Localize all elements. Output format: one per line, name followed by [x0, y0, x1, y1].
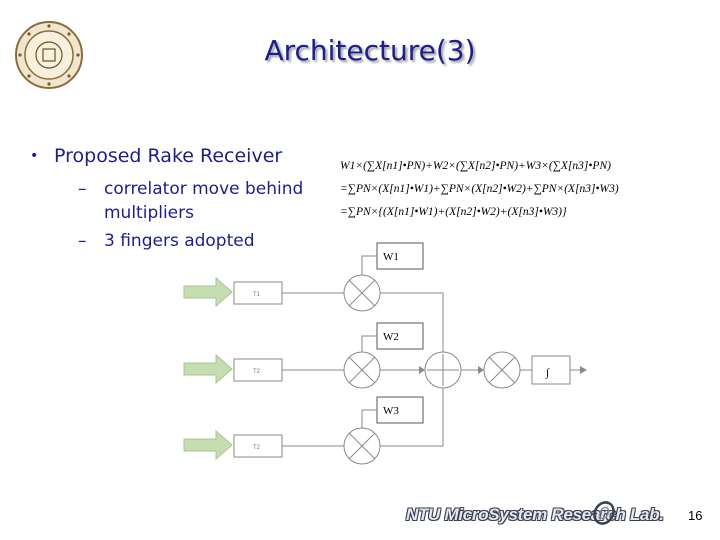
university-seal-logo	[15, 21, 83, 89]
lab-brand-logo: NTU MicroSystem Research Lab.	[406, 505, 664, 524]
tap-label-1: T1	[253, 292, 261, 298]
page-number: 16	[688, 508, 703, 523]
subbullet-fingers: –3 fingers adopted	[78, 229, 255, 253]
tap-label-2: T2	[253, 369, 261, 375]
main-bullet-text: Proposed Rake Receiver	[54, 145, 283, 167]
input-arrow-1	[183, 276, 233, 308]
input-arrow-3	[183, 429, 233, 461]
bullet-dot: •	[30, 148, 39, 164]
tap-label-3: T2	[253, 445, 261, 451]
weight-box-w3	[376, 396, 424, 424]
weight-label-w3: W3	[383, 405, 399, 417]
subbullet-correlator: –correlator move behind multipliers	[78, 177, 303, 225]
swirl-logo-icon	[593, 501, 615, 525]
main-bullet: • Proposed Rake Receiver	[30, 145, 282, 167]
weight-box-w1	[376, 242, 424, 270]
equation-line-2: =∑PN×(X[n1]•W1)+∑PN×(X[n2]•W2)+∑PN×(X[n3…	[340, 183, 619, 195]
subbullet-text-line2: multipliers	[104, 203, 194, 223]
subbullet-text: 3 fingers adopted	[104, 231, 255, 251]
equation-line-3: =∑PN×{(X[n1]•W1)+(X[n2]•W2)+(X[n3]•W3)}	[340, 206, 567, 218]
integrator-box	[531, 355, 571, 385]
weight-label-w1: W1	[383, 251, 399, 263]
integrator-symbol: ∫	[545, 367, 550, 379]
input-arrow-2	[183, 353, 233, 385]
weight-box-w2	[376, 322, 424, 350]
subbullet-dash: –	[78, 231, 87, 251]
slide-title: Architecture(3)	[264, 34, 476, 67]
weight-label-w2: W2	[383, 331, 399, 343]
subbullet-dash: –	[78, 179, 87, 199]
equation-line-1: W1×(∑X[n1]•PN)+W2×(∑X[n2]•PN)+W3×(∑X[n3]…	[340, 160, 611, 172]
subbullet-text-line1: correlator move behind	[104, 179, 304, 199]
